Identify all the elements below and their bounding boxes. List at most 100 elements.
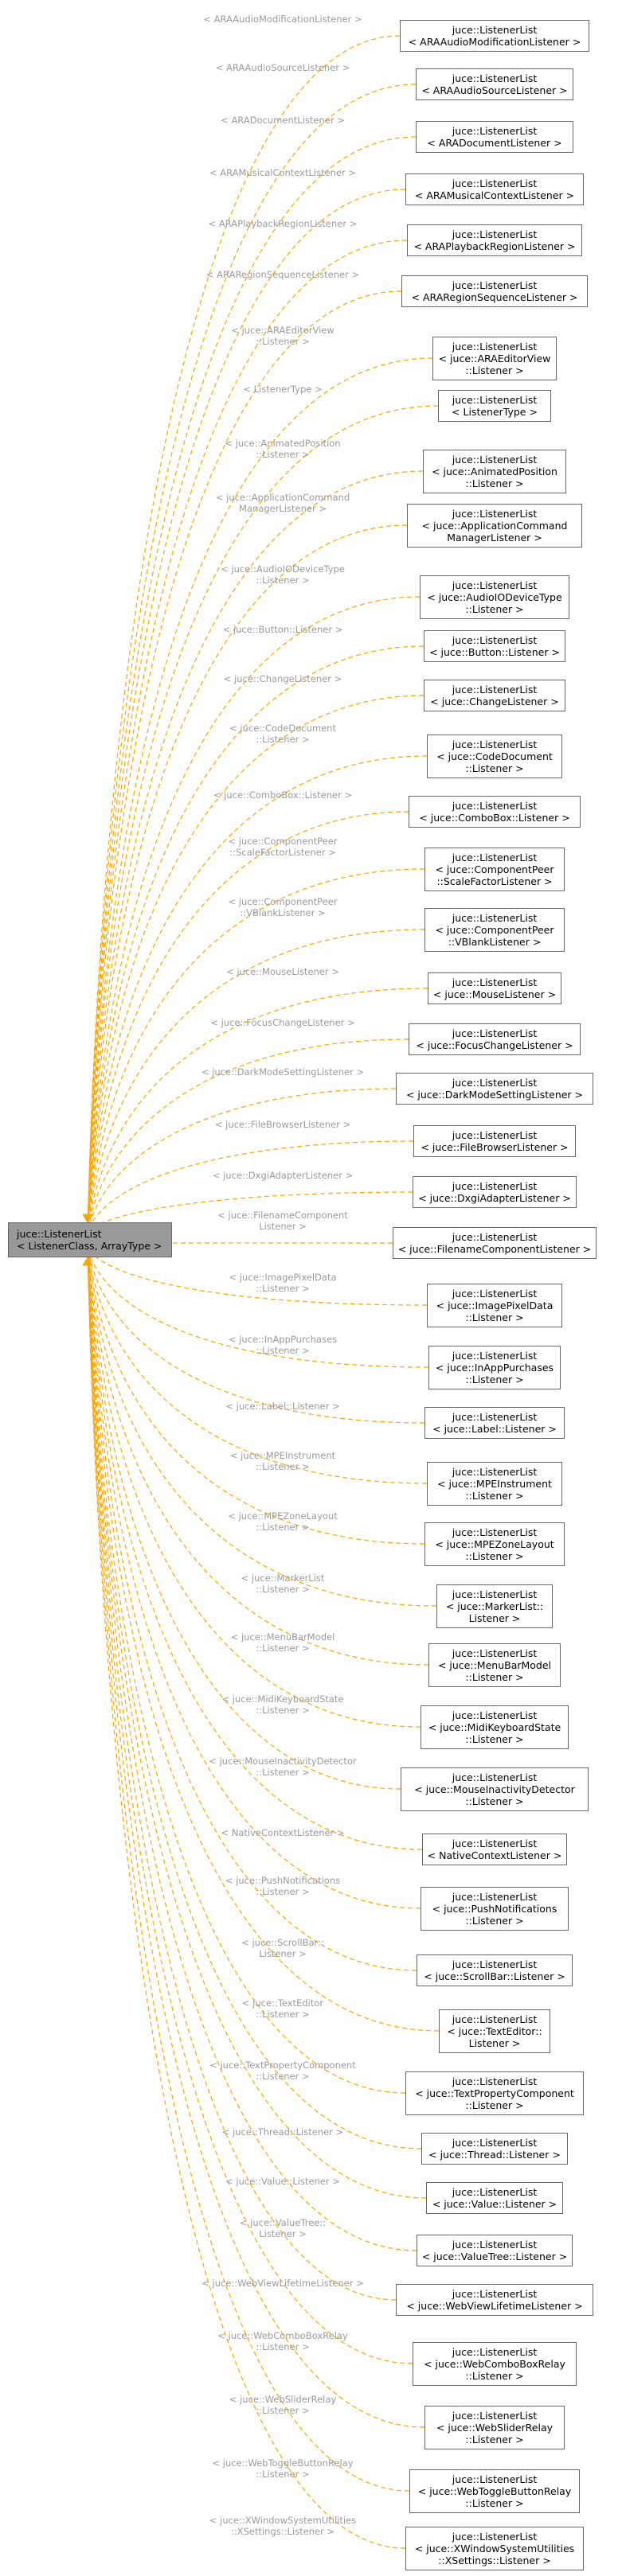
inheritance-edge: [87, 1140, 414, 1233]
derived-class-template-args: ::Listener >: [465, 1374, 524, 1385]
derived-class-node[interactable]: juce::ListenerList< juce::Button::Listen…: [424, 630, 565, 662]
derived-class-template-args: ::ScaleFactorListener >: [436, 875, 553, 887]
edge-template-label: < juce::WebViewLifetimeListener >: [201, 2278, 364, 2289]
derived-class-node[interactable]: juce::ListenerList< juce::MouseListener …: [428, 972, 561, 1004]
edge-template-label: < juce::ValueTree:: Listener >: [239, 2217, 327, 2239]
edge-template-label: < ARAAudioSourceListener >: [215, 62, 350, 73]
derived-class-node[interactable]: juce::ListenerList< juce::WebSliderRelay…: [424, 2406, 565, 2449]
derived-class-name: juce::ListenerList: [452, 976, 538, 988]
derived-class-template-args: ::Listener >: [465, 1795, 524, 1807]
derived-class-node[interactable]: juce::ListenerList< juce::AudioIODeviceT…: [420, 575, 569, 619]
derived-class-node[interactable]: juce::ListenerList< juce::CodeDocument::…: [427, 735, 562, 778]
derived-class-template-args: ::Listener >: [465, 364, 524, 376]
derived-class-name: juce::ListenerList: [452, 2137, 538, 2149]
derived-class-node[interactable]: juce::ListenerList< ListenerType >: [438, 390, 551, 422]
derived-class-node[interactable]: juce::ListenerList< juce::MarkerList::Li…: [436, 1584, 553, 1628]
derived-class-name: juce::ListenerList: [452, 1077, 538, 1089]
inheritance-edge: [87, 1247, 421, 1728]
derived-class-node[interactable]: juce::ListenerList< juce::Thread::Listen…: [421, 2133, 568, 2165]
derived-class-node[interactable]: juce::ListenerList< juce::ScrollBar::Lis…: [417, 1954, 573, 1986]
derived-class-node[interactable]: juce::ListenerList< juce::ChangeListener…: [424, 680, 565, 711]
derived-class-node[interactable]: juce::ListenerList< juce::ImagePixelData…: [427, 1284, 562, 1327]
inheritance-edge: [87, 240, 408, 1233]
derived-class-template-args: < juce::WebSliderRelay: [436, 2422, 554, 2434]
derived-class-node[interactable]: juce::ListenerList< juce::FilenameCompon…: [393, 1227, 597, 1259]
derived-class-node[interactable]: juce::ListenerList< juce::Value::Listene…: [426, 2182, 563, 2214]
derived-class-node[interactable]: juce::ListenerList< ARAAudioModification…: [400, 20, 589, 52]
derived-class-template-args: Listener >: [468, 2037, 521, 2049]
derived-class-name: juce::ListenerList: [452, 1129, 538, 1141]
derived-class-node[interactable]: juce::ListenerList< juce::ComponentPeer:…: [424, 848, 565, 891]
derived-class-name: juce::ListenerList: [452, 852, 538, 863]
inheritance-edge: [87, 811, 409, 1233]
derived-class-template-args: < juce::AnimatedPosition: [432, 466, 557, 477]
derived-class-node[interactable]: juce::ListenerList< juce::ComponentPeer:…: [424, 908, 565, 952]
edge-template-label: < juce::TextEditor ::Listener >: [241, 1997, 324, 2020]
inheritance-edge: [87, 1247, 428, 1306]
derived-class-name: juce::ListenerList: [452, 2531, 538, 2543]
derived-class-name: juce::ListenerList: [452, 508, 538, 520]
base-class-node[interactable]: juce::ListenerList < ListenerClass, Arra…: [8, 1222, 172, 1257]
derived-class-node[interactable]: juce::ListenerList< ARAAudioSourceListen…: [416, 68, 573, 100]
derived-class-template-args: < juce::ImagePixelData: [436, 1300, 554, 1311]
derived-class-node[interactable]: juce::ListenerList< juce::TextEditor::Li…: [439, 2009, 550, 2053]
derived-class-name: juce::ListenerList: [452, 1647, 538, 1659]
derived-class-node[interactable]: juce::ListenerList< juce::ValueTree::Lis…: [417, 2235, 573, 2266]
derived-class-node[interactable]: juce::ListenerList< ARAMusicalContextLis…: [405, 173, 584, 205]
derived-class-template-args: < juce::WebComboBoxRelay: [424, 2358, 565, 2370]
edge-template-label: < juce::Thread::Listener >: [221, 2126, 344, 2138]
derived-class-node[interactable]: juce::ListenerList< juce::ApplicationCom…: [407, 504, 582, 548]
derived-class-template-args: < juce::TextEditor::: [447, 2025, 542, 2037]
derived-class-node[interactable]: juce::ListenerList< juce::MenuBarModel::…: [428, 1643, 561, 1687]
inheritance-edge: [87, 1247, 425, 1545]
derived-class-name: juce::ListenerList: [452, 1231, 538, 1243]
edge-template-label: < juce::CodeDocument ::Listener >: [229, 723, 336, 745]
derived-class-node[interactable]: juce::ListenerList< juce::TextPropertyCo…: [405, 2071, 584, 2115]
derived-class-node[interactable]: juce::ListenerList< NativeContextListene…: [422, 1834, 567, 1865]
derived-class-template-args: ::Listener >: [465, 477, 524, 489]
derived-class-node[interactable]: juce::ListenerList< juce::DxgiAdapterLis…: [413, 1176, 577, 1208]
derived-class-node[interactable]: juce::ListenerList< ARADocumentListener …: [416, 121, 573, 153]
inheritance-edge: [87, 755, 428, 1233]
derived-class-name: juce::ListenerList: [452, 454, 538, 466]
derived-class-node[interactable]: juce::ListenerList< juce::InAppPurchases…: [428, 1346, 561, 1389]
derived-class-node[interactable]: juce::ListenerList< juce::ARAEditorView:…: [432, 337, 557, 380]
derived-class-node[interactable]: juce::ListenerList< juce::FocusChangeLis…: [409, 1023, 581, 1055]
derived-class-template-args: < NativeContextListener >: [427, 1849, 562, 1861]
derived-class-node[interactable]: juce::ListenerList< juce::AnimatedPositi…: [423, 450, 566, 493]
edge-template-label: < juce::MenuBarModel ::Listener >: [230, 1631, 335, 1654]
derived-class-template-args: < juce::Button::Listener >: [429, 646, 560, 658]
derived-class-node[interactable]: juce::ListenerList< juce::PushNotificati…: [421, 1887, 569, 1931]
derived-class-node[interactable]: juce::ListenerList< juce::MPEInstrument:…: [427, 1462, 562, 1506]
derived-class-node[interactable]: juce::ListenerList< juce::MPEZoneLayout:…: [424, 1522, 565, 1566]
derived-class-node[interactable]: juce::ListenerList< juce::MidiKeyboardSt…: [421, 1705, 569, 1749]
derived-class-template-args: < ARAAudioSourceListener >: [421, 84, 568, 96]
edge-template-label: < juce::MarkerList ::Listener >: [241, 1572, 325, 1595]
derived-class-node[interactable]: juce::ListenerList< ARARegionSequenceLis…: [401, 275, 588, 307]
derived-class-template-args: ::Listener >: [465, 1311, 524, 1323]
derived-class-name: juce::ListenerList: [452, 684, 538, 696]
inheritance-edge: [87, 1247, 397, 2301]
derived-class-name: juce::ListenerList: [452, 1837, 538, 1849]
derived-class-node[interactable]: juce::ListenerList< juce::Label::Listene…: [424, 1407, 565, 1439]
edge-template-label: < juce::ComboBox::Listener >: [213, 789, 353, 801]
derived-class-name: juce::ListenerList: [452, 2410, 538, 2422]
edge-template-label: < juce::ApplicationCommand ManagerListen…: [215, 492, 350, 514]
derived-class-template-args: < juce::ComponentPeer: [435, 924, 554, 936]
edge-template-label: < juce::WebComboBoxRelay ::Listener >: [217, 2330, 348, 2352]
derived-class-template-args: < juce::Thread::Listener >: [428, 2149, 561, 2161]
derived-class-node[interactable]: juce::ListenerList< juce::XWindowSystemU…: [405, 2527, 584, 2570]
inheritance-edge: [87, 1242, 393, 1249]
derived-class-node[interactable]: juce::ListenerList< juce::MouseInactivit…: [401, 1767, 589, 1811]
derived-class-template-args: ::XSettings::Listener >: [438, 2555, 551, 2566]
derived-class-node[interactable]: juce::ListenerList< juce::WebViewLifetim…: [396, 2284, 593, 2316]
edge-template-label: < juce::Button::Listener >: [222, 624, 343, 635]
derived-class-node[interactable]: juce::ListenerList< ARAPlaybackRegionLis…: [407, 224, 582, 256]
derived-class-node[interactable]: juce::ListenerList< juce::WebToggleButto…: [409, 2469, 580, 2513]
derived-class-name: juce::ListenerList: [452, 1771, 538, 1783]
derived-class-node[interactable]: juce::ListenerList< juce::FileBrowserLis…: [413, 1125, 576, 1157]
derived-class-node[interactable]: juce::ListenerList< juce::WebComboBoxRel…: [413, 2342, 577, 2386]
inheritance-edge: [87, 1247, 422, 2149]
derived-class-node[interactable]: juce::ListenerList< juce::DarkModeSettin…: [396, 1073, 593, 1105]
derived-class-node[interactable]: juce::ListenerList< juce::ComboBox::List…: [409, 796, 581, 828]
